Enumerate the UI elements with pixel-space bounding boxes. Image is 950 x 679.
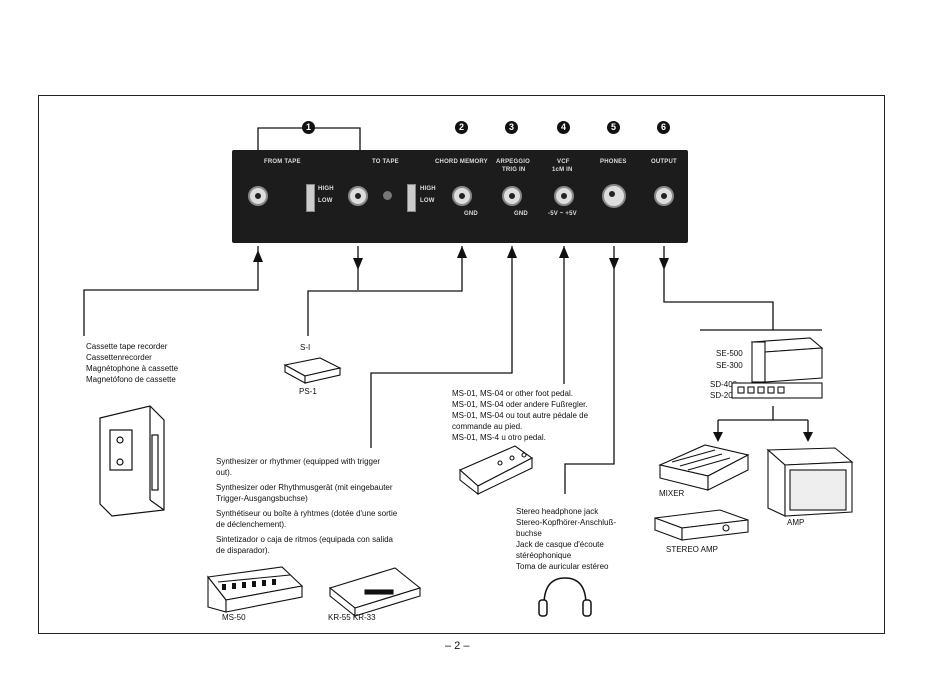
amp-label: AMP — [787, 518, 805, 527]
callout-2: 2 — [455, 121, 468, 134]
to-tape-label: TO TAPE — [372, 159, 399, 165]
cassette-description: Cassette tape recorder Cassettenrecorder… — [86, 341, 178, 385]
phones-description: Stereo headphone jack Stereo-Kopfhörer-A… — [516, 506, 616, 572]
mixer-label: MIXER — [659, 489, 685, 498]
callout-6: 6 — [657, 121, 670, 134]
chord-memory-gnd-label: GND — [464, 211, 478, 217]
from-tape-switch[interactable] — [306, 184, 315, 212]
synth-text-es-2: de disparador). — [216, 546, 270, 555]
pedal-text-en: MS-01, MS-04 or other foot pedal. — [452, 389, 573, 398]
pedal-text-de: MS-01, MS-04 oder andere Fußregler. — [452, 400, 588, 409]
cassette-text-en: Cassette tape recorder — [86, 342, 168, 351]
phones-text-fr-2: stéréophonique — [516, 551, 572, 560]
vcf-jack[interactable] — [554, 186, 574, 206]
cassette-text-es: Magnetófono de cassette — [86, 375, 176, 384]
phones-text-fr-1: Jack de casque d'écoute — [516, 540, 604, 549]
synth-text-en-2: out). — [216, 468, 233, 477]
vcf-voltage-label: -5V ~ +5V — [548, 211, 577, 217]
from-tape-low-label: LOW — [318, 198, 333, 204]
arpeggio-label: ARPEGGIO — [496, 159, 530, 165]
synth-text-es-1: Sintetizador o caja de ritmos (equipada … — [216, 535, 393, 544]
ms50-label: MS-50 — [222, 613, 246, 622]
phones-text-de-2: buchse — [516, 529, 542, 538]
output-jack[interactable] — [654, 186, 674, 206]
to-tape-low-label: LOW — [420, 198, 435, 204]
phones-text-en: Stereo headphone jack — [516, 507, 599, 516]
ps1-label: PS-1 — [299, 387, 317, 396]
ground-screw — [383, 191, 392, 200]
chord-memory-label: CHORD MEMORY — [435, 159, 488, 165]
pedal-text-es: MS-01, MS-4 u otro pedal. — [452, 433, 546, 442]
output-label: OUTPUT — [651, 159, 677, 165]
arpeggio-trig-jack[interactable] — [502, 186, 522, 206]
phones-text-es: Toma de auricular estéreo — [516, 562, 609, 571]
diagram-frame — [38, 95, 885, 634]
from-tape-jack[interactable] — [248, 186, 268, 206]
kr-label: KR-55 KR-33 — [328, 613, 376, 622]
pedal-description: MS-01, MS-04 or other foot pedal. MS-01,… — [452, 388, 588, 443]
rear-panel: FROM TAPE TO TAPE CHORD MEMORY ARPEGGIO … — [232, 150, 688, 243]
pedal-text-fr: MS-01, MS-04 ou tout autre pédale de — [452, 411, 589, 420]
callout-1: 1 — [302, 121, 315, 134]
phones-label: PHONES — [600, 159, 627, 165]
sd200-label: SD-200 — [710, 391, 738, 400]
cassette-text-de: Cassettenrecorder — [86, 353, 152, 362]
to-tape-high-label: HIGH — [420, 186, 436, 192]
synth-text-de-1: Synthesizer oder Rhythmusgerät (mit eing… — [216, 483, 393, 492]
synth-text-fr-1: Synthétiseur ou boîte à ryhtmes (dotée d… — [216, 509, 398, 518]
synth-text-fr-2: de déclenchement). — [216, 520, 287, 529]
from-tape-high-label: HIGH — [318, 186, 334, 192]
synth-text-de-2: Trigger-Ausgangsbuchse) — [216, 494, 308, 503]
callout-5: 5 — [607, 121, 620, 134]
from-tape-label: FROM TAPE — [264, 159, 301, 165]
s1-label: S-I — [300, 343, 311, 352]
page-number: – 2 – — [445, 640, 470, 652]
to-tape-jack[interactable] — [348, 186, 368, 206]
se500-label: SE-500 — [716, 349, 743, 358]
chord-memory-jack[interactable] — [452, 186, 472, 206]
stereo-amp-label: STEREO AMP — [666, 545, 719, 554]
phones-jack[interactable] — [602, 184, 626, 208]
vcf-label: VCF — [557, 159, 570, 165]
cassette-text-fr: Magnétophone à cassette — [86, 364, 179, 373]
callout-4: 4 — [557, 121, 570, 134]
se300-label: SE-300 — [716, 361, 743, 370]
callout-3: 3 — [505, 121, 518, 134]
arpeggio-gnd-label: GND — [514, 211, 528, 217]
synth-text-en-1: Synthesizer or rhythmer (equipped with t… — [216, 457, 381, 466]
synth-description: Synthesizer or rhythmer (equipped with t… — [216, 456, 397, 556]
icm-in-label: 1cM IN — [552, 167, 573, 173]
pedal-text-fr-2: commande au pied. — [452, 422, 523, 431]
phones-text-de-1: Stereo-Kopfhörer-Anschluß- — [516, 518, 617, 527]
to-tape-switch[interactable] — [407, 184, 416, 212]
trig-in-label: TRIG IN — [502, 167, 526, 173]
sd400-label: SD-400 — [710, 380, 738, 389]
